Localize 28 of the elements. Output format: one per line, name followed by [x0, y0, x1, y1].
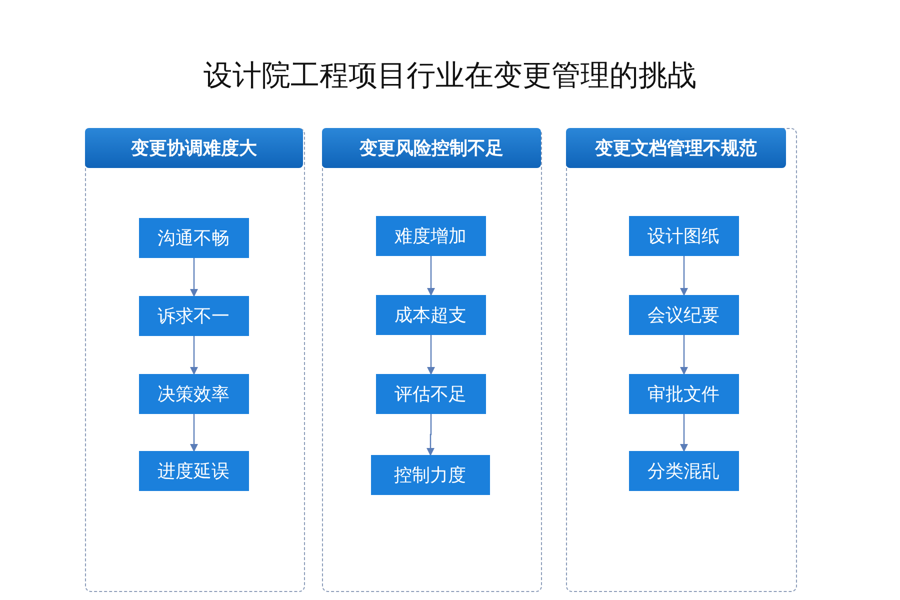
process-box: 沟通不畅	[138, 218, 248, 258]
arrow	[680, 335, 688, 375]
process-box: 决策效率	[138, 374, 248, 414]
dashed-panel	[322, 128, 542, 592]
panel-header: 变更协调难度大	[85, 128, 303, 168]
title: 设计院工程项目行业在变更管理的挑战	[202, 57, 698, 94]
process-box: 成本超支	[376, 294, 486, 334]
dashed-panel	[566, 128, 797, 592]
panel-header: 变更文档管理不规范	[566, 128, 786, 168]
arrow	[680, 256, 688, 296]
arrow	[680, 414, 688, 452]
arrow	[190, 414, 198, 452]
process-box: 评估不足	[376, 374, 486, 414]
arrow	[190, 336, 198, 375]
arrow	[427, 256, 435, 296]
panel-header: 变更风险控制不足	[322, 128, 541, 168]
dashed-panel	[85, 128, 305, 592]
process-box: 诉求不一	[138, 296, 248, 336]
arrow	[427, 335, 435, 375]
process-box: 设计图纸	[628, 216, 738, 256]
process-box: 会议纪要	[628, 294, 738, 334]
process-box: 难度增加	[376, 216, 486, 256]
process-box: 审批文件	[628, 374, 738, 414]
process-box: 分类混乱	[628, 450, 738, 490]
process-box: 控制力度	[370, 454, 490, 494]
process-box: 进度延误	[138, 450, 248, 490]
arrow	[426, 414, 434, 456]
arrow	[190, 258, 198, 297]
